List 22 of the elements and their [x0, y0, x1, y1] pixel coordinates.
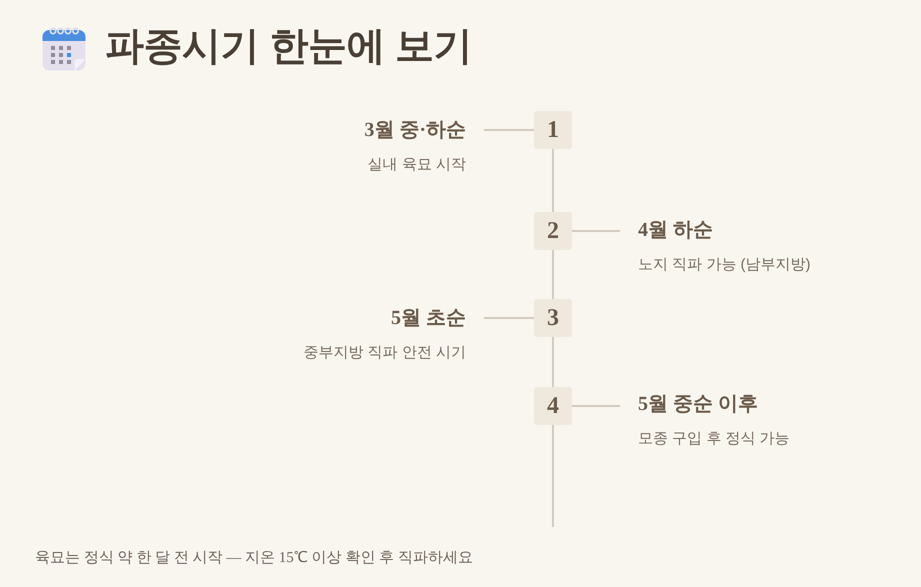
timeline-line [552, 337, 554, 387]
connector-line [572, 405, 620, 407]
period-heading: 3월 중·하순 [364, 118, 466, 143]
period-heading: 5월 초순 [391, 306, 466, 331]
page-title: 파종시기 한눈에 보기 [105, 24, 472, 70]
connector-line [572, 230, 620, 232]
timeline-line [552, 149, 554, 212]
connector-line [484, 317, 534, 319]
timeline-line [552, 250, 554, 299]
timeline-line [552, 425, 554, 527]
footnote-text: 육묘는 정식 약 한 달 전 시작 — 지온 15℃ 이상 확인 후 직파하세요 [35, 549, 473, 568]
period-description: 노지 직파 가능 (남부지방) [638, 255, 810, 275]
period-description: 모종 구입 후 정식 가능 [638, 429, 790, 449]
step-marker: 2 [534, 212, 572, 250]
step-marker: 1 [534, 111, 572, 149]
step-marker: 3 [534, 299, 572, 337]
period-heading: 4월 하순 [638, 218, 713, 243]
period-heading: 5월 중순 이후 [638, 392, 758, 417]
period-description: 중부지방 직파 안전 시기 [303, 343, 466, 363]
step-marker: 4 [534, 387, 572, 425]
connector-line [484, 129, 534, 131]
period-description: 실내 육묘 시작 [368, 155, 466, 175]
